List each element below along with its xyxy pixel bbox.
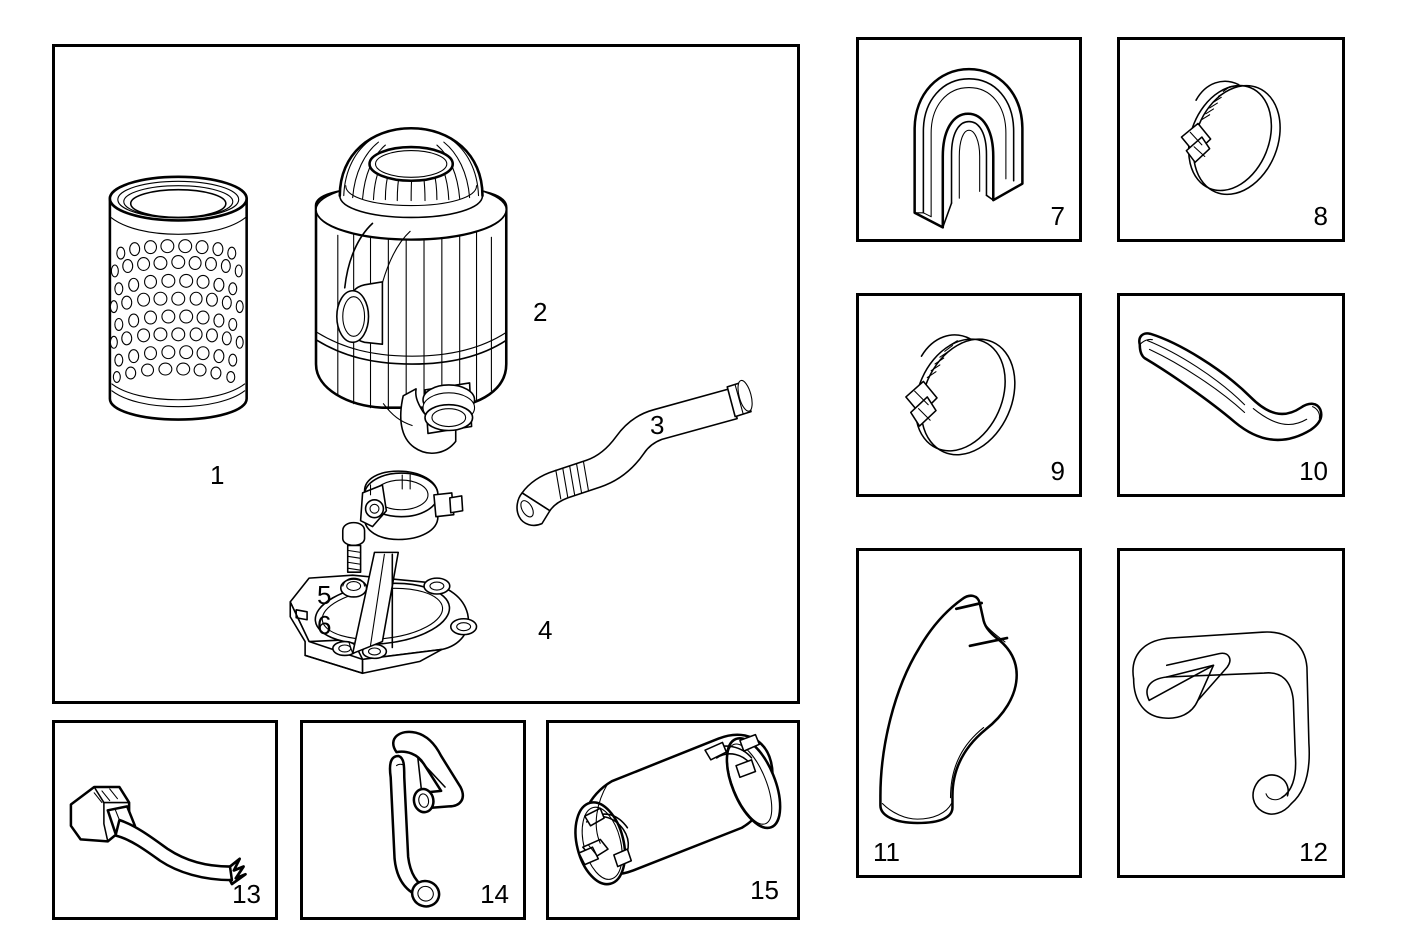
callout-1: 1 <box>210 460 225 490</box>
panel-9: 9 <box>856 293 1082 497</box>
callout-4: 4 <box>538 615 553 645</box>
panel-14: 14 <box>300 720 526 920</box>
callout-2: 2 <box>533 297 548 327</box>
panel-13: 13 <box>52 720 278 920</box>
panel-8: 8 <box>1117 37 1345 242</box>
panel-number-14: 14 <box>480 879 509 909</box>
callout-3: 3 <box>650 410 665 440</box>
art-shaped-vent-hose <box>1132 631 1311 815</box>
art-hose-clamp-small <box>1180 80 1281 196</box>
panel-number-13: 13 <box>232 879 261 909</box>
art-canister <box>574 733 782 886</box>
art-hex-bolt <box>341 521 366 573</box>
main-panel-artwork <box>108 126 753 675</box>
art-bent-hose <box>388 730 465 908</box>
art-hose-with-fitting <box>69 785 247 886</box>
panel-number-7: 7 <box>1050 201 1065 231</box>
panel-number-11: 11 <box>873 837 900 867</box>
panel-12: 12 <box>1117 548 1345 878</box>
art-breather-hose <box>516 379 753 527</box>
panel-11: 11 <box>856 548 1082 878</box>
panel-number-10: 10 <box>1299 456 1328 486</box>
art-hose-clamp-medium <box>905 334 1016 456</box>
filter-perforations <box>109 239 244 383</box>
callout-6: 6 <box>317 610 332 640</box>
art-air-cleaner-housing <box>314 126 508 454</box>
panel-15: 15 <box>546 720 800 920</box>
art-mounting-bracket <box>289 470 478 675</box>
panel-10: 10 <box>1117 293 1345 497</box>
panel-main: 1 2 3 4 5 6 <box>52 44 800 704</box>
art-elbow-intake-hose <box>879 594 1018 825</box>
art-washer <box>339 577 368 598</box>
callout-5: 5 <box>317 580 332 610</box>
art-curved-hose <box>1138 332 1323 442</box>
art-air-filter-element <box>108 175 248 421</box>
panel-number-9: 9 <box>1050 456 1065 486</box>
panel-number-15: 15 <box>750 875 779 905</box>
panel-number-8: 8 <box>1313 201 1328 231</box>
panel-7: 7 <box>856 37 1082 242</box>
panel-number-12: 12 <box>1299 837 1328 867</box>
art-hose-support-bracket <box>913 67 1024 229</box>
